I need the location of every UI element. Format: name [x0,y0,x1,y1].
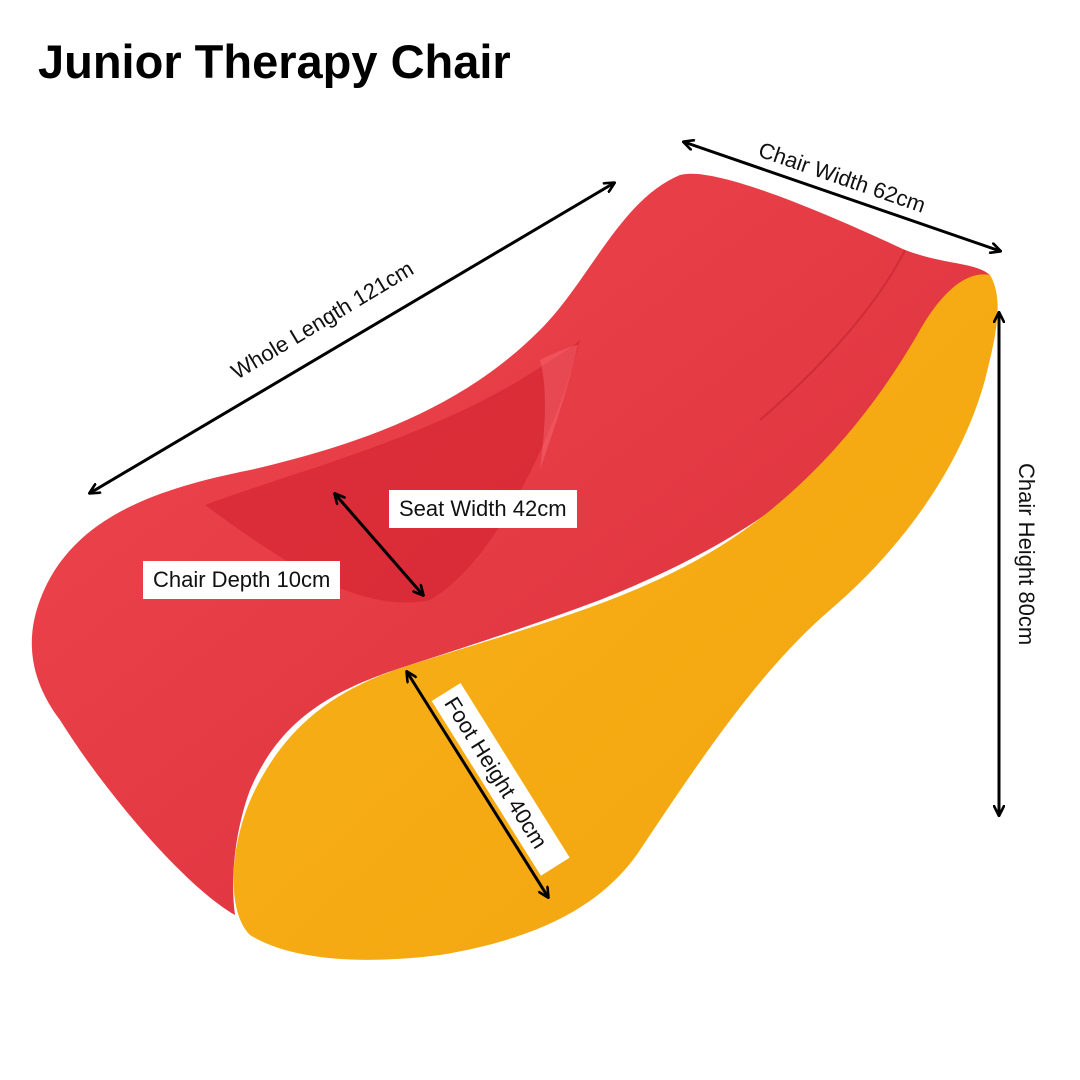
chair-red-body [31,173,990,915]
chair-width-arrow [684,142,1000,251]
foot-height-arrow [407,672,548,897]
chair-depth-label: Chair Depth 10cm [143,561,341,600]
whole-length-label: Whole Length 121cm [227,256,418,385]
seat-width-arrow [335,494,423,595]
whole-length-arrow [90,183,614,493]
back-seam [759,249,906,421]
page-title: Junior Therapy Chair [38,35,511,88]
seat-width-label: Seat Width 42cm [389,490,577,529]
chair-height-label: Chair Height 80cm [1014,463,1039,645]
